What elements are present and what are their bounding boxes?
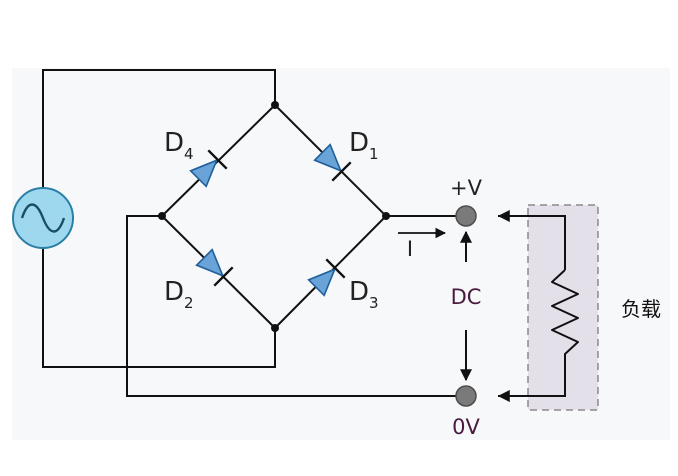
node-bottom <box>271 324 279 332</box>
label-d2: D2 <box>164 277 194 312</box>
wire-ac-top <box>42 69 276 188</box>
label-d4: D4 <box>164 128 194 163</box>
terminal-zero-icon <box>455 385 477 407</box>
node-top <box>271 101 279 109</box>
label-d1: D1 <box>349 128 379 163</box>
diode-d3-icon <box>307 258 346 297</box>
node-right <box>382 212 390 220</box>
resistor-icon <box>551 269 579 358</box>
label-d3: D3 <box>349 277 379 312</box>
label-load: 负载 <box>621 297 661 321</box>
ac-source-icon <box>12 187 74 249</box>
diode-d4-icon <box>189 149 228 188</box>
wire-zero-rail <box>126 215 466 397</box>
diode-d2-icon <box>195 248 234 287</box>
diode-d1-icon <box>313 143 352 182</box>
node-left <box>158 212 166 220</box>
label-current: I <box>407 237 413 261</box>
label-dc: DC <box>451 285 482 309</box>
terminal-plus-icon <box>455 205 477 227</box>
wire-ac-bottom <box>42 248 276 368</box>
label-zero-v: 0V <box>452 415 480 439</box>
load-box <box>527 204 599 411</box>
label-plus-v: +V <box>450 176 483 200</box>
